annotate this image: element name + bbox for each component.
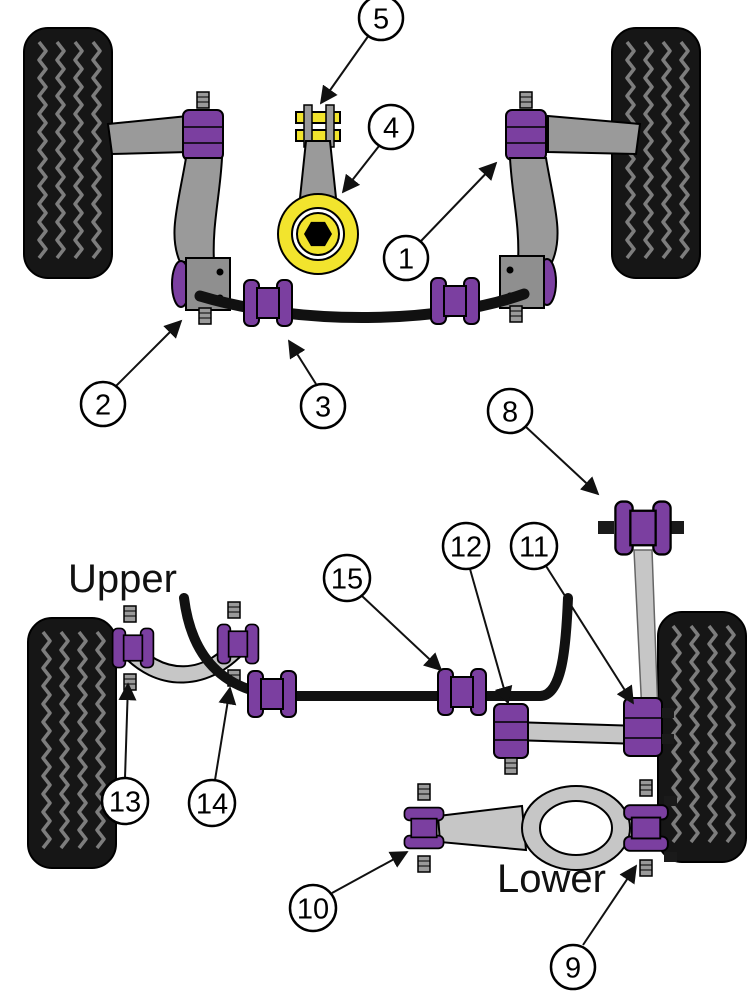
callout-9-label: 9: [565, 952, 581, 984]
callout-10-label: 10: [297, 893, 329, 925]
shock-mount-bushing: [614, 500, 672, 556]
bolt-icon: [417, 855, 431, 873]
front-arb-bushing-right: [430, 277, 480, 325]
mount-link-arm: [298, 140, 338, 199]
callout-15-label: 15: [331, 563, 363, 595]
tie-rod-bushing-right: [623, 697, 663, 757]
bolt-icon: [519, 91, 533, 109]
callout-5-label: 5: [373, 3, 389, 35]
callout-12-label: 12: [450, 531, 482, 563]
callout-3-label: 3: [315, 391, 331, 423]
callout-15: 15: [322, 553, 372, 603]
callout-4: 4: [367, 103, 415, 151]
hex-bolt-icon: [304, 221, 332, 247]
engine-mount-assembly: [277, 104, 359, 275]
callout-14-label: 14: [196, 788, 228, 820]
rear-left-tire: [28, 618, 116, 868]
rear-lower-arm: [403, 779, 677, 877]
bolt-icon: [509, 305, 523, 323]
rear-arb-bushing-left: [247, 670, 297, 718]
bolt-icon: [123, 673, 137, 691]
callout-3: 3: [299, 382, 347, 430]
bolt-icon: [639, 779, 653, 797]
callout-10: 10: [288, 883, 338, 933]
bolt-icon: [639, 859, 653, 877]
bolt-icon: [668, 521, 684, 534]
front-right-upper-bushing: [505, 109, 547, 161]
bolt-icon: [417, 783, 431, 801]
bolt-icon: [598, 521, 614, 534]
bolt-icon: [664, 796, 677, 806]
callout-1-label: 1: [398, 243, 414, 275]
bolt-icon: [196, 91, 210, 109]
callout-8-label: 8: [502, 396, 518, 428]
callout-13: 13: [100, 776, 150, 826]
bolt-icon: [662, 708, 674, 718]
front-anti-roll-bar: [194, 288, 530, 324]
bolt-icon: [504, 757, 518, 775]
callout-1: 1: [382, 234, 430, 282]
callout-14: 14: [187, 778, 237, 828]
lower-arm-bushing-front: [403, 806, 445, 850]
mount-bracket-upper: [295, 111, 341, 124]
callout-11-label: 11: [519, 531, 549, 563]
callout-8: 8: [486, 387, 534, 435]
upper-label: Upper: [68, 557, 177, 601]
callout-12: 12: [441, 521, 491, 571]
callout-4-label: 4: [383, 112, 399, 144]
rear-shock-mount-assembly: [598, 500, 684, 715]
front-left-upper-bushing: [182, 109, 224, 161]
callout-5: 5: [357, 0, 405, 42]
callout-11: 11: [509, 521, 559, 571]
callout-13-label: 13: [109, 786, 141, 818]
tie-rod-bushing-left: [493, 703, 529, 759]
front-arb-bushing-left: [243, 279, 293, 327]
bolt-icon: [227, 601, 241, 619]
bolt-icon: [198, 307, 212, 325]
bolt-icon: [123, 605, 137, 623]
drop-link: [633, 549, 659, 715]
callout-arrows: [115, 34, 638, 946]
callout-2: 2: [79, 380, 127, 428]
rear-arb-bushing-center: [437, 668, 487, 716]
callout-9: 9: [549, 943, 597, 991]
bolt-icon: [664, 852, 677, 862]
bolt-icon: [662, 734, 674, 744]
front-left-control-arm: [106, 91, 231, 325]
rear-tie-rod: [493, 697, 674, 775]
callout-2-label: 2: [95, 389, 111, 421]
front-left-tire: [24, 28, 112, 278]
